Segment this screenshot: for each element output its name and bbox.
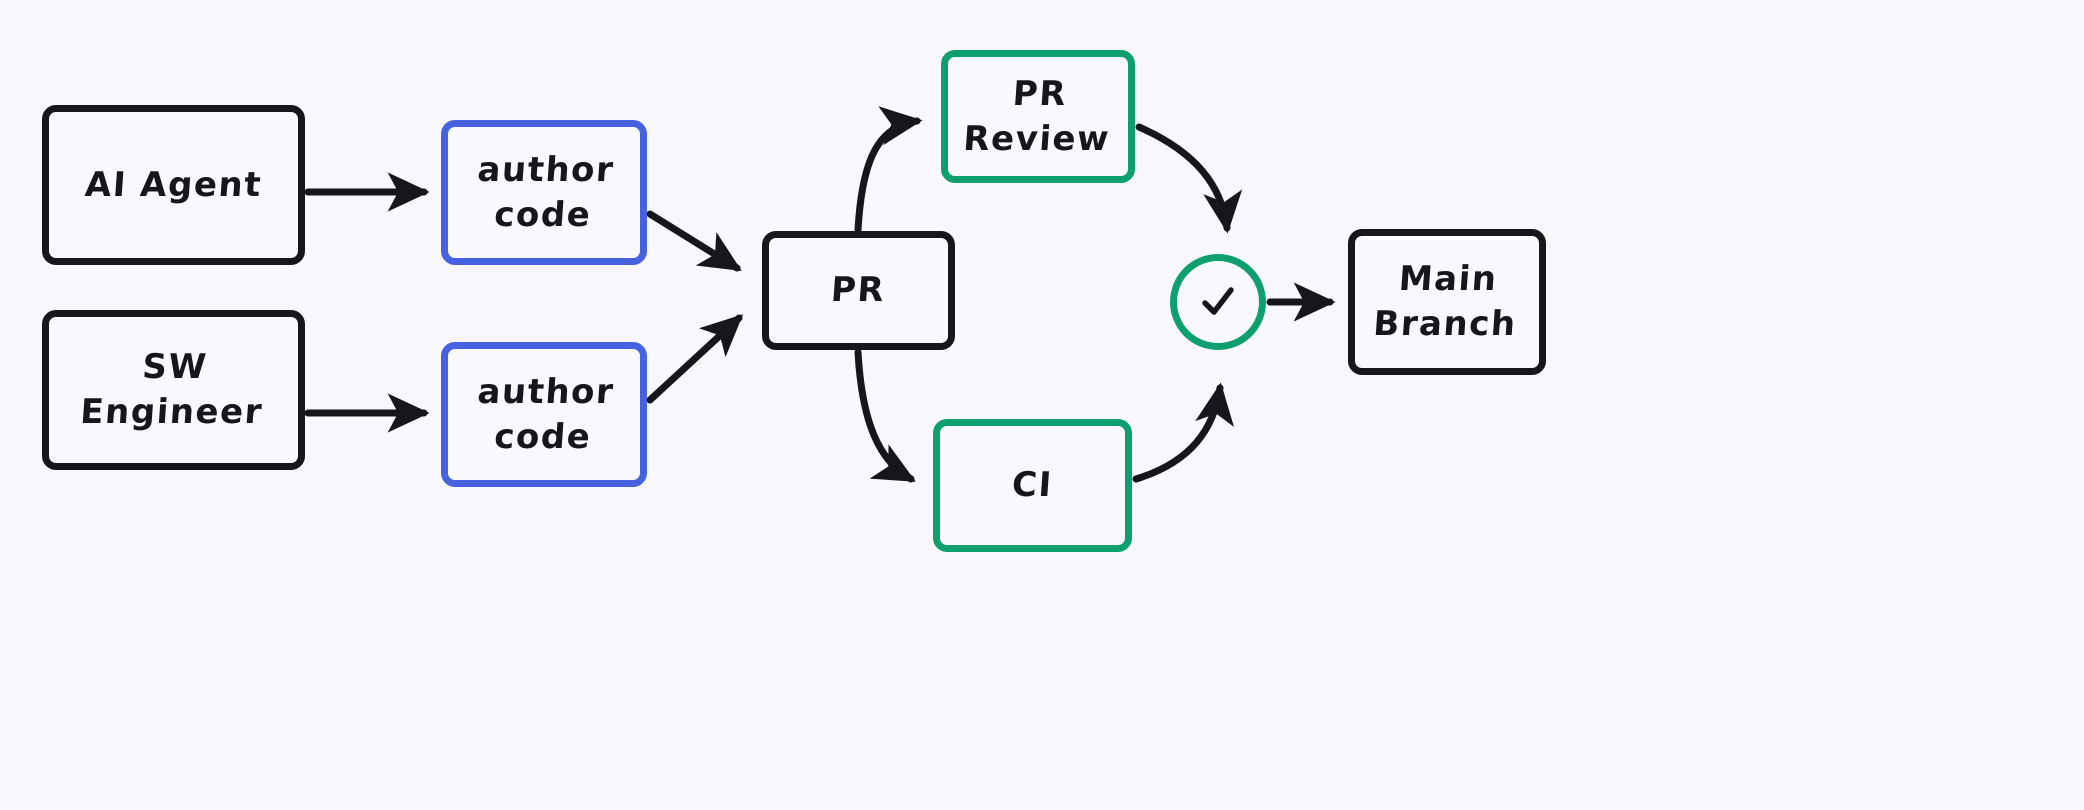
node-merge-check[interactable]	[1170, 254, 1266, 350]
node-author-code-human-label: author code	[475, 371, 616, 457]
node-author-code-agent[interactable]: author code	[441, 120, 647, 265]
node-author-code-agent-label: author code	[475, 149, 616, 235]
node-author-code-human[interactable]: author code	[441, 342, 647, 487]
edge-pr-to-pr-review	[854, 106, 923, 234]
node-ci-label: CI	[1010, 465, 1055, 506]
node-ai-agent-label: AI Agent	[83, 164, 264, 205]
node-pr-review[interactable]: PR Review	[941, 50, 1135, 183]
node-sw-engineer-label: SW Engineer	[79, 347, 265, 432]
node-ci[interactable]: CI	[933, 419, 1132, 552]
node-pr[interactable]: PR	[762, 231, 955, 350]
node-sw-engineer[interactable]: SW Engineer	[42, 310, 305, 470]
node-main-branch-label: Main Branch	[1372, 259, 1519, 344]
edge-ci-to-check	[1132, 382, 1234, 483]
edge-author-code-agent-to-pr	[646, 210, 742, 272]
node-pr-label: PR	[830, 270, 887, 311]
edge-pr-to-ci	[854, 348, 916, 483]
check-icon	[1193, 277, 1243, 327]
node-pr-review-label: PR Review	[961, 73, 1112, 159]
node-main-branch[interactable]: Main Branch	[1348, 229, 1546, 375]
edge-pr-review-to-check	[1135, 123, 1243, 234]
edge-author-code-human-to-pr	[646, 314, 744, 404]
node-ai-agent[interactable]: AI Agent	[42, 105, 305, 265]
